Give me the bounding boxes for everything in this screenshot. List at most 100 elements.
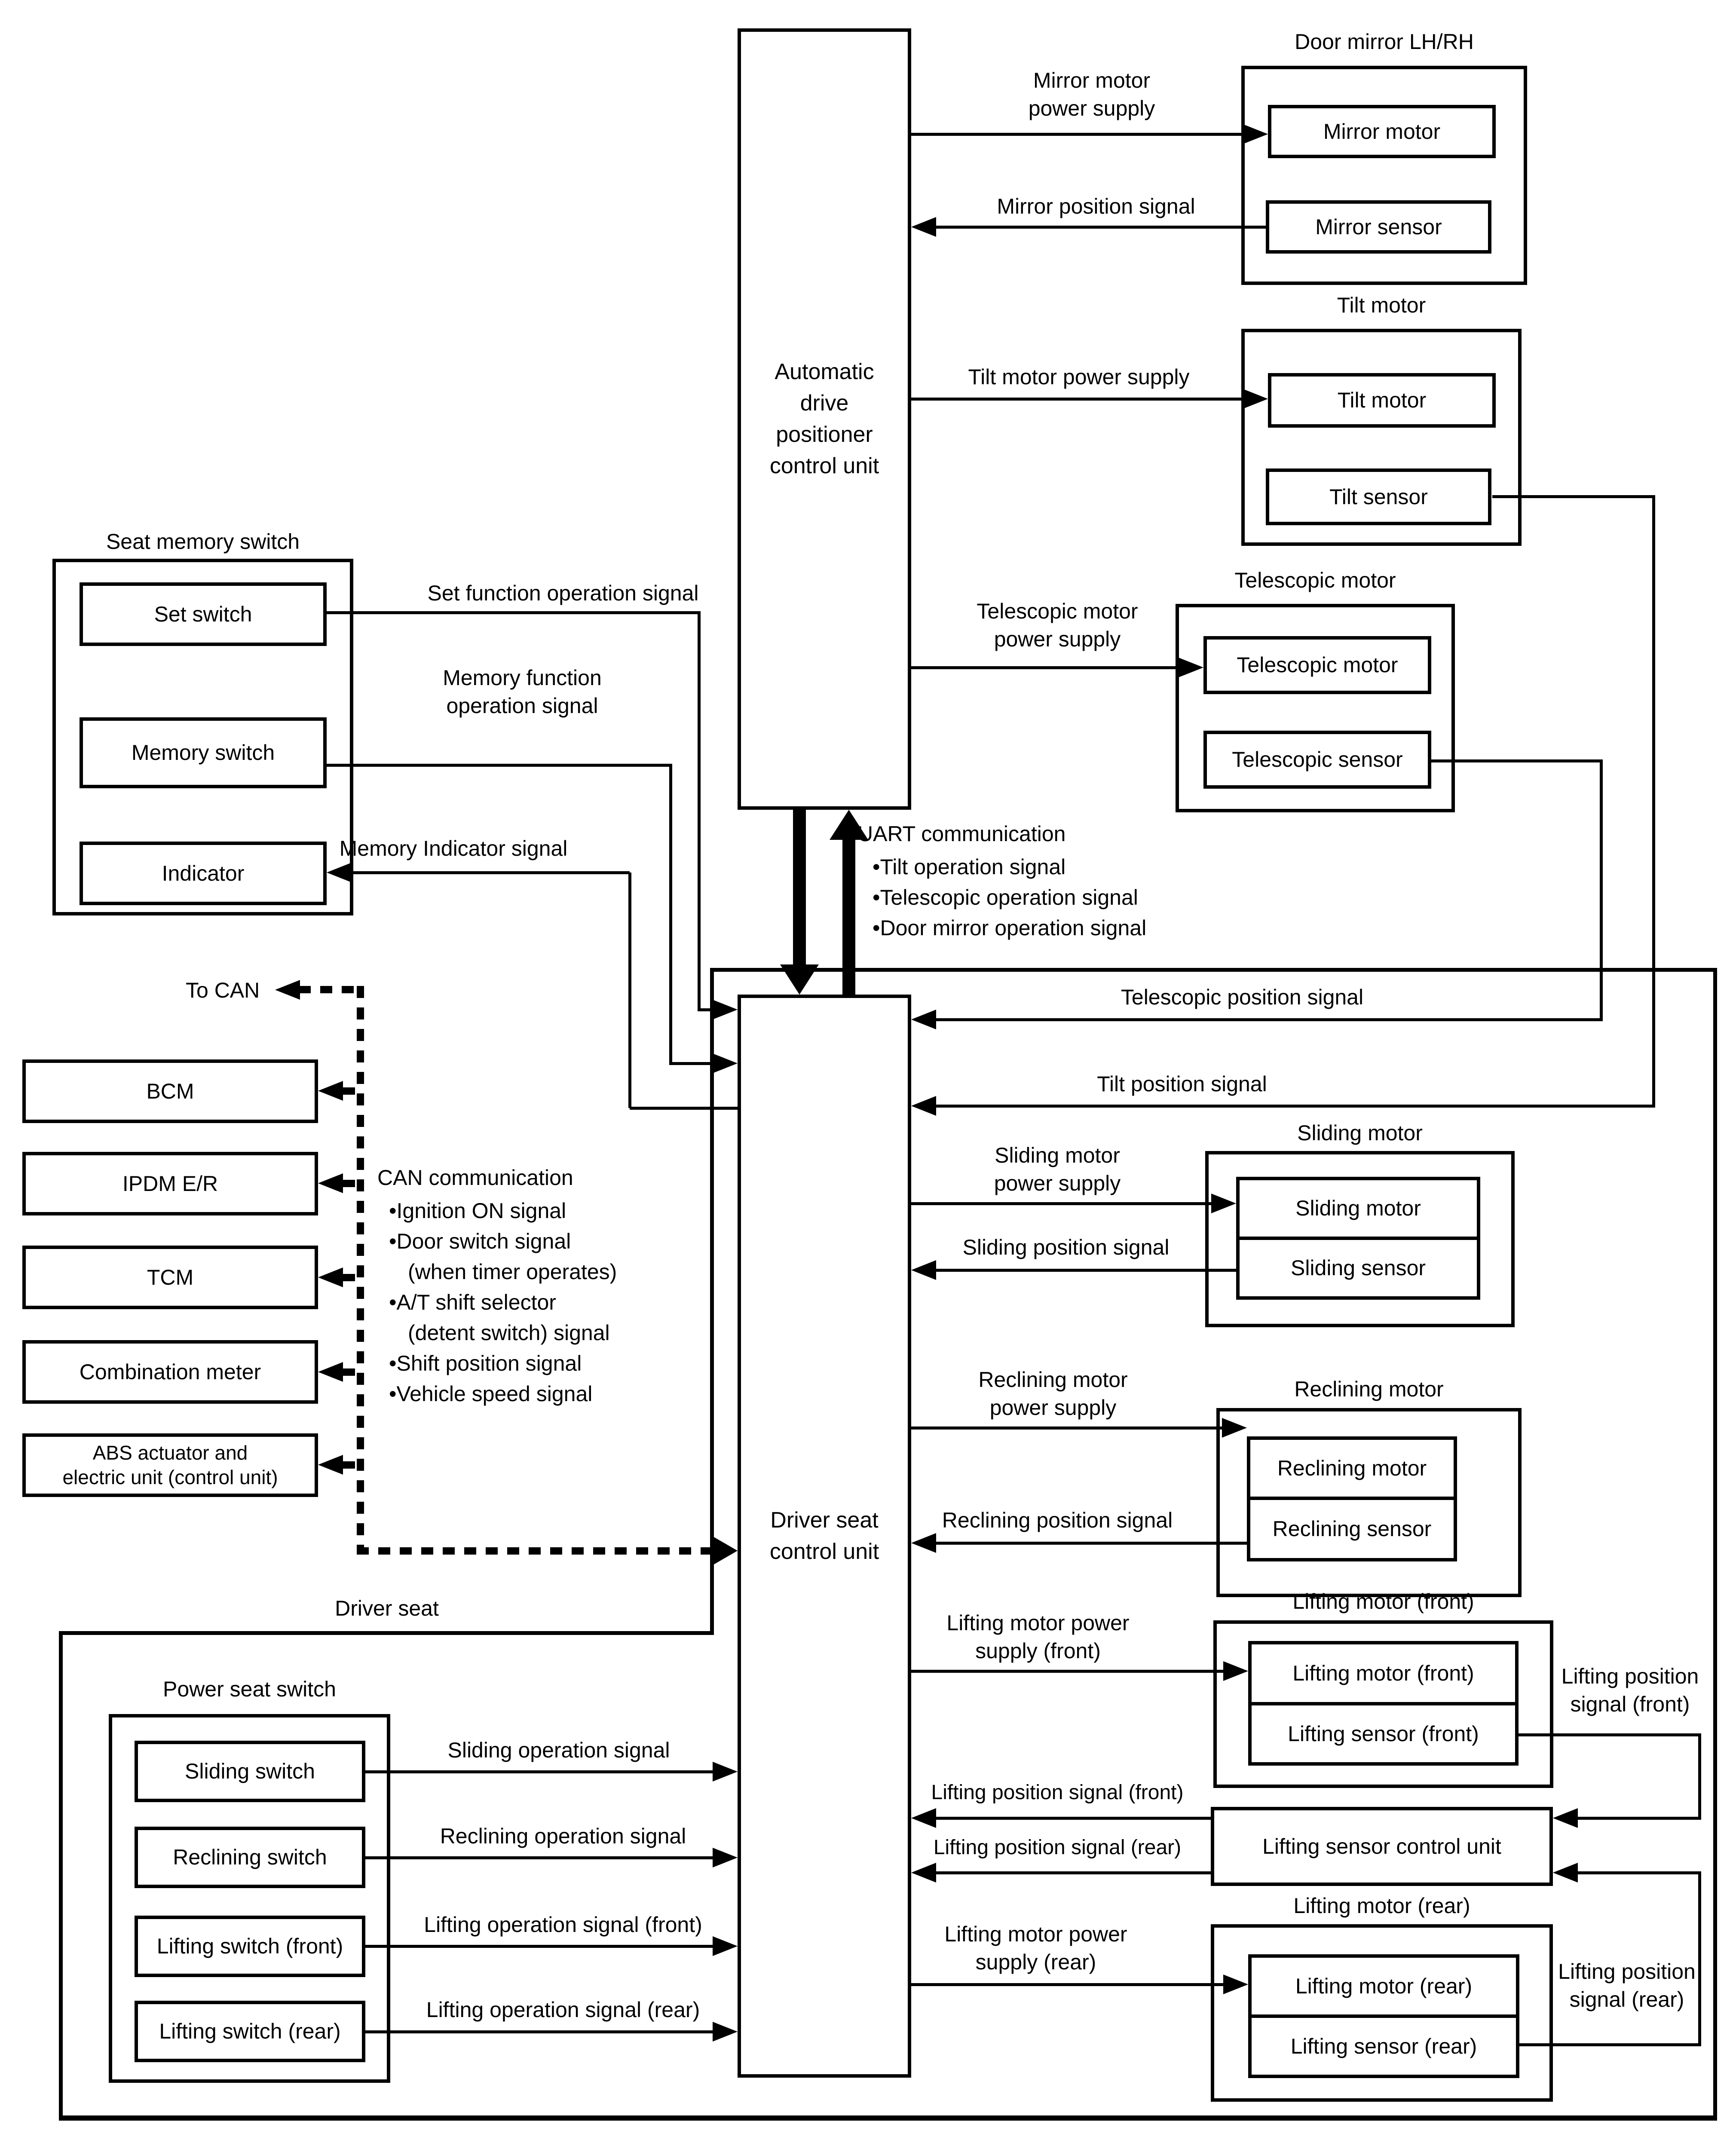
wire-set-function-c <box>698 1008 713 1011</box>
driver-seat-boundary-left <box>59 1631 63 2121</box>
arrowhead-right-icon <box>713 1000 738 1019</box>
can-item: Door switch signal (when timer operates) <box>389 1226 664 1287</box>
telescopic-power-label: Telescopic motor power supply <box>977 599 1138 651</box>
arrowhead-right-icon <box>713 1762 738 1782</box>
set-function-label: Set function operation signal <box>427 581 699 605</box>
uart-items: Tilt operation signal Telescopic operati… <box>873 852 1294 943</box>
can-title: CAN communication <box>377 1166 573 1190</box>
arrowhead-left-icon <box>318 1455 343 1475</box>
wire-set-function-b <box>698 611 701 1011</box>
mirror-motor-box: Mirror motor <box>1268 105 1496 158</box>
reclining-switch-box: Reclining switch <box>135 1827 365 1888</box>
arrowhead-left-icon <box>1553 1863 1578 1883</box>
arrowhead-left-icon <box>318 1267 343 1287</box>
wire-lifting-operation-rear <box>365 2030 713 2033</box>
wire-tilt-position-b <box>1652 495 1655 1107</box>
lifting-switch-front-box: Lifting switch (front) <box>135 1916 365 1977</box>
tilt-sensor-box: Tilt sensor <box>1266 468 1491 525</box>
wire-reclining-position <box>936 1542 1247 1545</box>
arrowhead-left-icon <box>318 1081 343 1101</box>
can-branch-combination-meter <box>343 1368 357 1376</box>
lifting-position-rear-label: Lifting position signal (rear) <box>933 1836 1182 1859</box>
lifting-motor-rear-title: Lifting motor (rear) <box>1293 1894 1470 1918</box>
indicator-box: Indicator <box>80 842 327 905</box>
power-seat-switch-title: Power seat switch <box>163 1677 336 1701</box>
can-item: A/T shift selector (detent switch) signa… <box>389 1287 664 1348</box>
arrowhead-right-icon <box>1222 1418 1247 1438</box>
lifting-switch-rear-box: Lifting switch (rear) <box>135 2001 365 2062</box>
wire-memory-indicator-b <box>628 872 631 1108</box>
arrowhead-left-icon <box>318 1173 343 1193</box>
driver-seat-boundary-bottom <box>59 2115 1717 2121</box>
lifting-motor-front-box: Lifting motor (front) <box>1248 1641 1519 1705</box>
door-mirror-title: Door mirror LH/RH <box>1295 30 1474 54</box>
seat-memory-switch-title: Seat memory switch <box>106 530 300 554</box>
tcm-box: TCM <box>22 1246 318 1309</box>
can-branch-bcm <box>343 1087 357 1095</box>
can-item: Shift position signal <box>389 1348 664 1379</box>
wire-lifting-sensor-rear-a <box>1519 2043 1701 2046</box>
lifting-position-front-right-label: Lifting position signal (front) <box>1561 1664 1699 1716</box>
arrowhead-left-icon <box>911 1010 936 1029</box>
set-switch-box: Set switch <box>80 582 327 646</box>
can-branch-tcm <box>343 1274 357 1281</box>
wire-telescopic-position-c <box>936 1018 1603 1021</box>
can-item: Ignition ON signal <box>389 1196 664 1226</box>
sliding-power-label: Sliding motor power supply <box>994 1143 1121 1195</box>
lifting-sensor-control-unit: Lifting sensor control unit <box>1211 1807 1553 1886</box>
arrowhead-left-icon <box>911 1808 936 1828</box>
uart-title: UART communication <box>857 822 1066 846</box>
arrowhead-left-icon <box>911 1533 936 1553</box>
wire-memory-function-a <box>327 764 671 767</box>
wire-sliding-position <box>936 1269 1236 1272</box>
can-trunk-line <box>357 986 364 1555</box>
wire-tilt-position-a <box>1492 495 1655 498</box>
sliding-motor-box: Sliding motor <box>1236 1177 1480 1240</box>
wire-lifting-power-front <box>911 1670 1223 1673</box>
wire-mirror-position <box>936 226 1266 229</box>
to-can-label: To CAN <box>186 978 260 1002</box>
can-branch-abs <box>343 1461 357 1469</box>
wire-lifting-power-rear <box>911 1983 1223 1986</box>
driver-seat-boundary-right <box>1713 968 1717 2120</box>
arrowhead-left-icon <box>911 1863 936 1883</box>
lifting-sensor-rear-box: Lifting sensor (rear) <box>1248 2014 1519 2078</box>
ipdm-box: IPDM E/R <box>22 1152 318 1215</box>
can-to-can-line <box>299 986 357 993</box>
telescopic-motor-title: Telescopic motor <box>1234 568 1396 592</box>
uart-down-arrow-shaft <box>793 810 806 964</box>
arrowhead-left-icon <box>911 1260 936 1280</box>
tilt-power-label: Tilt motor power supply <box>968 365 1190 389</box>
arrowhead-left-icon <box>327 863 352 882</box>
wire-reclining-power <box>911 1427 1222 1430</box>
driver-seat-boundary-top <box>710 968 1717 972</box>
bcm-box: BCM <box>22 1059 318 1123</box>
arrowhead-right-icon <box>1243 389 1268 409</box>
wire-memory-function-c <box>669 1062 713 1065</box>
wire-tilt-power <box>911 398 1243 401</box>
arrowhead-right-icon <box>713 2022 738 2042</box>
can-branch-ipdm <box>343 1180 357 1187</box>
uart-up-arrow-shaft <box>842 840 855 995</box>
wire-lifting-position-front <box>936 1817 1211 1820</box>
arrowhead-left-icon <box>911 1096 936 1116</box>
combination-meter-box: Combination meter <box>22 1340 318 1404</box>
lifting-operation-front-label: Lifting operation signal (front) <box>424 1913 702 1937</box>
uart-up-arrowhead-icon <box>830 810 868 840</box>
wire-lifting-sensor-rear-b <box>1698 1871 1701 2046</box>
reclining-motor-box: Reclining motor <box>1247 1436 1457 1500</box>
memory-switch-box: Memory switch <box>80 717 327 788</box>
sliding-position-label: Sliding position signal <box>962 1235 1170 1259</box>
reclining-sensor-box: Reclining sensor <box>1247 1497 1457 1561</box>
arrowhead-left-icon <box>318 1362 343 1382</box>
tilt-motor-box: Tilt motor <box>1268 373 1496 428</box>
tilt-motor-title: Tilt motor <box>1337 293 1426 317</box>
lifting-operation-rear-label: Lifting operation signal (rear) <box>426 1998 700 2022</box>
lifting-motor-rear-box: Lifting motor (rear) <box>1248 1954 1519 2018</box>
reclining-operation-label: Reclining operation signal <box>440 1824 686 1848</box>
abs-box: ABS actuator and electric unit (control … <box>22 1433 318 1497</box>
wire-lifting-position-rear <box>936 1871 1211 1874</box>
driver-seat-boundary-step-top <box>59 1631 714 1635</box>
driver-seat-control-unit: Driver seat control unit <box>738 995 911 2078</box>
